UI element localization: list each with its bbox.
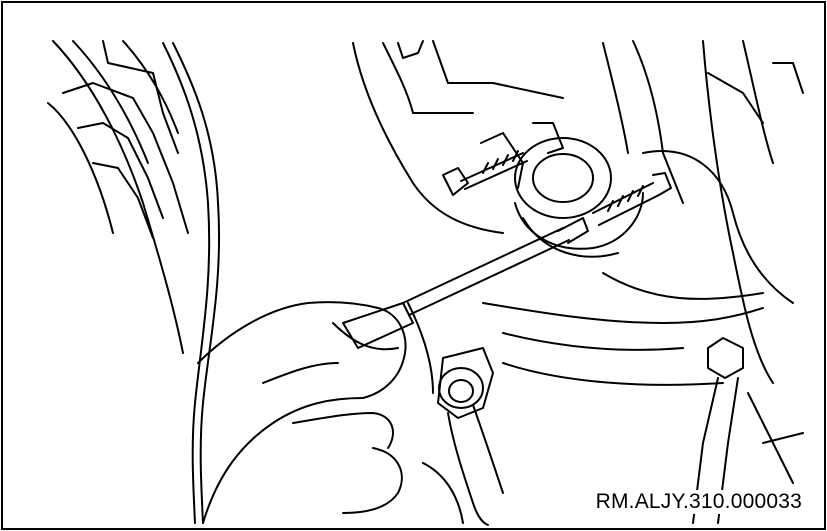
- ball-joint-puller-drawing: [442, 122, 794, 304]
- figure-reference-code: RM.ALJY.310.000033: [593, 490, 804, 514]
- hand-drawing: [197, 301, 464, 524]
- brake-hose-drawing: [162, 42, 221, 524]
- screwdriver-drawing: [342, 217, 589, 349]
- lower-arm-nut-drawing: [407, 302, 764, 526]
- service-illustration: [47, 40, 804, 526]
- wheel-tire-drawing: [47, 40, 189, 354]
- strut-body-drawing: [352, 40, 804, 384]
